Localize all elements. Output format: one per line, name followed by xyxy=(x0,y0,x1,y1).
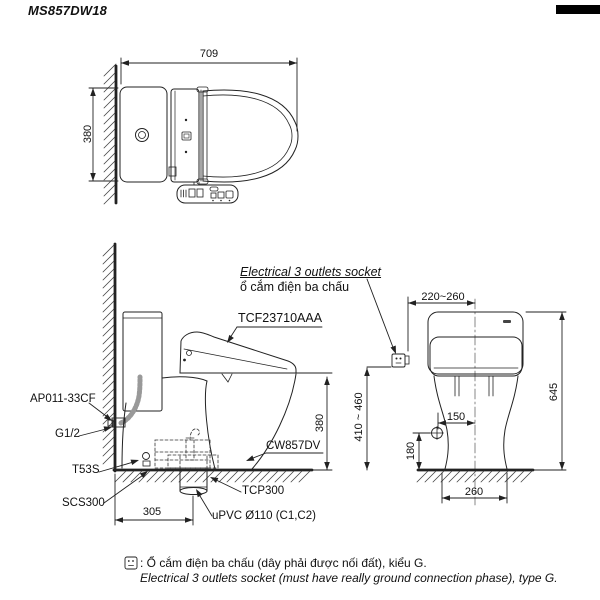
base-back xyxy=(121,402,127,469)
dim-socket-offset-label: 220~260 xyxy=(421,291,465,303)
electrical-socket-label-vi: ổ cắm điện ba chấu xyxy=(240,280,350,294)
bowl-underside xyxy=(161,376,208,382)
drain-pipe xyxy=(179,469,208,495)
floor-hatch-front xyxy=(416,470,533,483)
dim-410-460 xyxy=(364,366,392,471)
dim-260 xyxy=(441,472,508,504)
footnote-en: Electrical 3 outlets socket (must have r… xyxy=(140,571,558,585)
outlet-socket xyxy=(391,353,410,368)
thread-label: G1/2 xyxy=(55,428,80,440)
flush-button xyxy=(135,128,149,142)
dim-width-label: 709 xyxy=(199,48,219,60)
inlet-valve-label: AP011-33CF xyxy=(30,393,96,405)
dim-709 xyxy=(120,57,298,132)
tank-side xyxy=(122,311,163,412)
socket-icon xyxy=(124,556,138,570)
dim-socket-height-label: 410 ~ 460 xyxy=(353,392,365,442)
pedestal-left-profile xyxy=(204,380,216,470)
wall-hatch-top xyxy=(103,63,117,205)
drain-pipe-label: uPVC Ø110 (C1,C2) xyxy=(212,510,316,522)
electrical-socket-label-en: Electrical 3 outlets socket xyxy=(240,265,382,279)
bowl-front-profile xyxy=(251,373,297,470)
supply-hose xyxy=(118,374,143,426)
dim-305 xyxy=(114,473,194,526)
water-supply-point xyxy=(430,426,444,440)
model-title: MS857DW18 xyxy=(28,3,108,18)
control-panel xyxy=(176,184,239,204)
dim-180 xyxy=(412,432,431,471)
dim-220-260 xyxy=(407,296,476,352)
dim-supply-height-label: 180 xyxy=(405,441,417,461)
connector-label: SCS300 xyxy=(62,497,105,509)
top-view xyxy=(88,57,299,205)
side-view xyxy=(78,242,396,526)
floor-hatch-side xyxy=(114,470,311,483)
dim-380-side xyxy=(309,376,333,471)
bowl-model-label: CW857DV xyxy=(266,440,321,452)
tank-front xyxy=(427,311,524,375)
footnote-vi: : Ổ cắm điện ba chấu (dây phải được nối … xyxy=(140,556,427,570)
pedestal-left xyxy=(433,375,449,470)
seat-front xyxy=(429,336,523,377)
dim-supply-offset-label: 150 xyxy=(446,411,466,423)
tank-logo xyxy=(503,320,511,323)
seat-ring xyxy=(202,94,293,178)
dim-380-top xyxy=(88,87,119,182)
lid-outline xyxy=(202,89,299,183)
tank-top xyxy=(119,86,168,183)
dim-150 xyxy=(437,412,476,430)
pedestal-right xyxy=(503,375,519,470)
bolt-cap xyxy=(142,452,150,460)
dim-645 xyxy=(525,311,567,471)
leader-lines xyxy=(78,278,396,517)
washlet-side xyxy=(179,331,297,374)
front-view xyxy=(364,296,567,506)
dim-seat-height-label: 380 xyxy=(314,413,326,433)
dim-depth-label: 380 xyxy=(82,124,94,144)
washlet-model-label: TCF23710AAA xyxy=(238,311,323,325)
dim-base-width-label: 260 xyxy=(464,486,484,498)
control-panel-icons xyxy=(180,186,234,202)
hinge-bolts xyxy=(454,375,494,397)
flange-label: TCP300 xyxy=(242,485,285,497)
hidden-trap xyxy=(154,428,219,471)
gasket-label: T53S xyxy=(72,464,100,476)
inlet-valve xyxy=(111,417,126,428)
dim-drain-offset-label: 305 xyxy=(142,506,162,518)
logo-redaction-bar xyxy=(556,5,600,14)
washlet-body-top xyxy=(170,88,200,183)
dim-total-height-label: 645 xyxy=(548,382,560,402)
